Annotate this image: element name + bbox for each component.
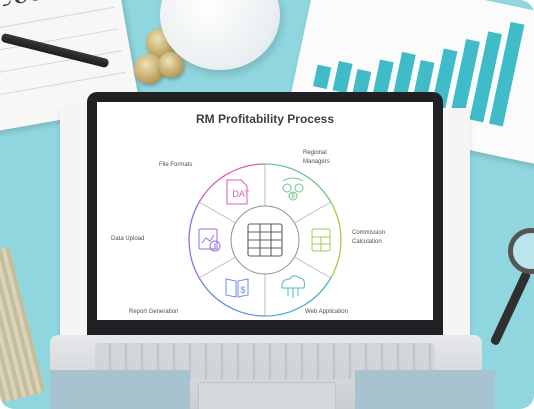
dollar-glyph: $ — [291, 193, 295, 200]
magnifier-handle — [489, 269, 532, 347]
notebook-line — [0, 6, 115, 32]
calculator-icon — [311, 228, 331, 252]
report-book-icon — [225, 278, 249, 298]
magnifier — [508, 228, 534, 274]
dollar-glyph: $ — [240, 285, 245, 295]
right-sleeve — [355, 370, 495, 409]
segment-dividers — [199, 164, 331, 316]
dat-text: DAT — [232, 189, 250, 199]
label-line: Commission — [352, 230, 386, 236]
slide-title: RM Profitability Process — [195, 112, 335, 126]
table-icon — [247, 223, 283, 257]
people-money-icon — [282, 177, 304, 201]
banknotes — [0, 246, 46, 404]
label-regional-managers: Regional Managers — [303, 149, 330, 167]
segment-arc-report — [198, 277, 266, 317]
report-bar — [313, 64, 332, 90]
notebook-text: SUCCESS — [0, 0, 88, 14]
report-bar — [332, 60, 353, 94]
process-wheel: $ — [188, 163, 342, 317]
segment-arc-regional — [264, 163, 332, 203]
laptop-screen: RM Profitability Process Regional Manage… — [97, 102, 433, 320]
label-web-application: Web Application — [305, 309, 348, 315]
cloud-network-icon — [281, 275, 305, 298]
dat-file-icon — [226, 179, 248, 205]
chart-upload-icon — [198, 228, 221, 252]
label-data-upload: Data Upload — [111, 236, 145, 242]
label-line: Calculation — [352, 239, 382, 245]
segment-arc-upload — [188, 201, 200, 279]
segment-arc-web — [264, 277, 332, 317]
label-line: Managers — [303, 159, 330, 165]
label-commission-calculation: Commission Calculation — [352, 229, 385, 247]
trackpad — [198, 382, 336, 409]
label-file-formats: File Formats — [159, 162, 193, 168]
segment-arc-commission — [330, 201, 342, 279]
label-line: Regional — [303, 150, 327, 156]
left-sleeve — [50, 370, 190, 409]
label-report-generation: Report Generation — [129, 309, 179, 315]
segment-arc-files — [198, 163, 266, 203]
